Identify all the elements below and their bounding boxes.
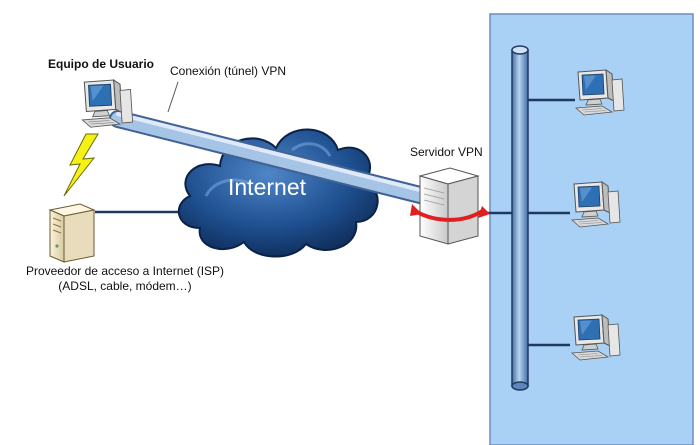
lan-connections [478, 98, 575, 347]
internet-cloud-icon [177, 128, 379, 258]
lan-bus [511, 45, 529, 391]
internet-label: Internet [228, 174, 306, 200]
isp-server-icon [48, 203, 96, 263]
tunnel-label-leader [167, 81, 179, 113]
isp-label-line1: Proveedor de acceso a Internet (ISP) [25, 264, 225, 278]
user-computer-label: Equipo de Usuario [48, 57, 155, 71]
lightning-bolt-icon [63, 133, 99, 197]
vpn-server-icon [410, 167, 490, 245]
vpn-server-label: Servidor VPN [410, 145, 483, 159]
isp-label-line2: (ADSL, cable, módem…) [58, 279, 192, 293]
vpn-tunnel-label: Conexión (túnel) VPN [170, 64, 287, 78]
vpn-tunnel [109, 110, 449, 209]
user-computer-icon [81, 79, 134, 128]
